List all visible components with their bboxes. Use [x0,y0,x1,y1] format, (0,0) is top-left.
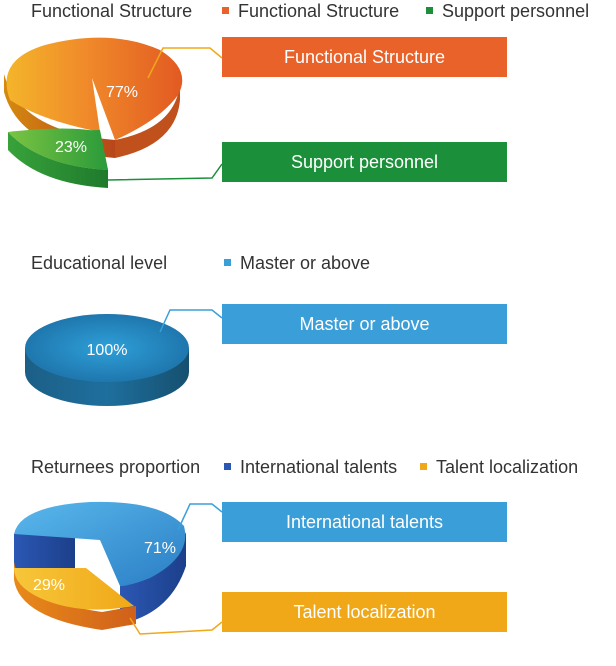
data-label: 100% [87,342,128,359]
chart-title: Educational level [31,253,168,273]
leader-line [129,617,223,635]
legend-entry[interactable]: International talents [224,456,397,478]
chart-title: Functional Structure [31,1,193,21]
pie-slice-talent-localization [14,568,134,610]
legend-label: International talents [240,457,398,477]
legend-label: Master or above [240,253,371,273]
callout-international-talents: International talents [222,502,507,542]
data-label: 23% [55,139,87,156]
leader-line [107,163,223,181]
legend-label: Support personnel [442,1,590,21]
returnees-proportion-pie: 71% 29% [14,501,223,635]
leader-line [177,503,223,531]
legend-entry[interactable]: Support personnel [426,0,589,22]
legend-entry[interactable]: Talent localization [420,456,578,478]
chart-title: Returnees proportion [31,457,201,477]
pie-slice-functional-structure-side-right [115,83,180,158]
pie-slice-international-talents [14,501,186,586]
pie-slice-functional-structure [6,37,183,140]
pie-slice-international-talents-side [14,534,75,568]
callout-label: International talents [285,512,444,532]
legend-swatch-darkblue [224,463,231,470]
educational-level-pie: 100% [25,309,223,406]
callout-support-personnel: Support personnel [222,142,507,182]
callout-label: Support personnel [290,152,439,172]
pie-slice-master-or-above [25,314,189,382]
leader-line [147,47,223,79]
pie-slice-support-personnel-side [8,132,108,188]
legend-swatch-blue [224,259,231,266]
educational-level-section: Educational level Master or above 100% M… [0,244,616,424]
legend-entry[interactable]: Functional Structure [222,0,399,22]
functional-structure-section: Functional Structure Functional Structur… [0,0,616,215]
legend-label: Functional Structure [238,1,400,21]
pie-slice-talent-localization-side [14,562,136,630]
legend-entry[interactable]: Master or above [224,252,370,274]
legend-label: Talent localization [436,457,579,477]
legend-swatch-green [426,7,433,14]
returnees-proportion-section: Returnees proportion International talen… [0,446,616,666]
callout-master-or-above: Master or above [222,304,507,344]
data-label: 77% [106,84,138,101]
callout-functional-structure: Functional Structure [222,37,507,77]
callout-talent-localization: Talent localization [222,592,507,632]
legend-swatch-yellow [420,463,427,470]
legend-swatch-orange [222,7,229,14]
callout-label: Functional Structure [283,47,446,67]
data-label: 29% [33,577,65,594]
data-label: 71% [144,540,176,557]
leader-line [159,309,223,333]
functional-structure-pie: 77% 23% [4,37,223,188]
callout-label: Master or above [299,314,430,334]
callout-label: Talent localization [293,602,436,622]
